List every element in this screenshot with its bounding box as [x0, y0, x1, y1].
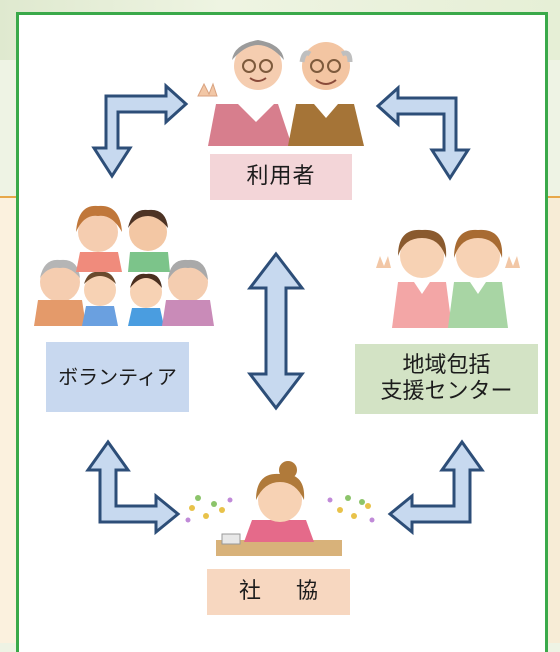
background-left-panel — [0, 196, 18, 643]
node-shakyo-label: 社 協 — [207, 569, 350, 615]
two-women-waving-illustration — [376, 229, 520, 328]
node-user-label: 利用者 — [210, 154, 352, 200]
arrow-volunteer-shakyo — [85, 439, 181, 536]
node-center-line2: 支援センター — [380, 379, 513, 404]
arrow-user-center — [375, 84, 471, 181]
arrow-vertical-double — [246, 251, 306, 411]
node-center-label: 地域包括 支援センター — [355, 344, 538, 414]
arrow-user-volunteer — [91, 82, 189, 179]
arrow-center-shakyo — [387, 439, 485, 536]
node-volunteer-label: ボランティア — [46, 342, 189, 412]
staff-at-desk-illustration — [185, 461, 375, 556]
background-right-panel — [548, 196, 560, 643]
family-group-illustration — [34, 205, 214, 326]
elderly-couple-illustration — [197, 40, 364, 146]
node-center-line1: 地域包括 — [402, 353, 491, 378]
